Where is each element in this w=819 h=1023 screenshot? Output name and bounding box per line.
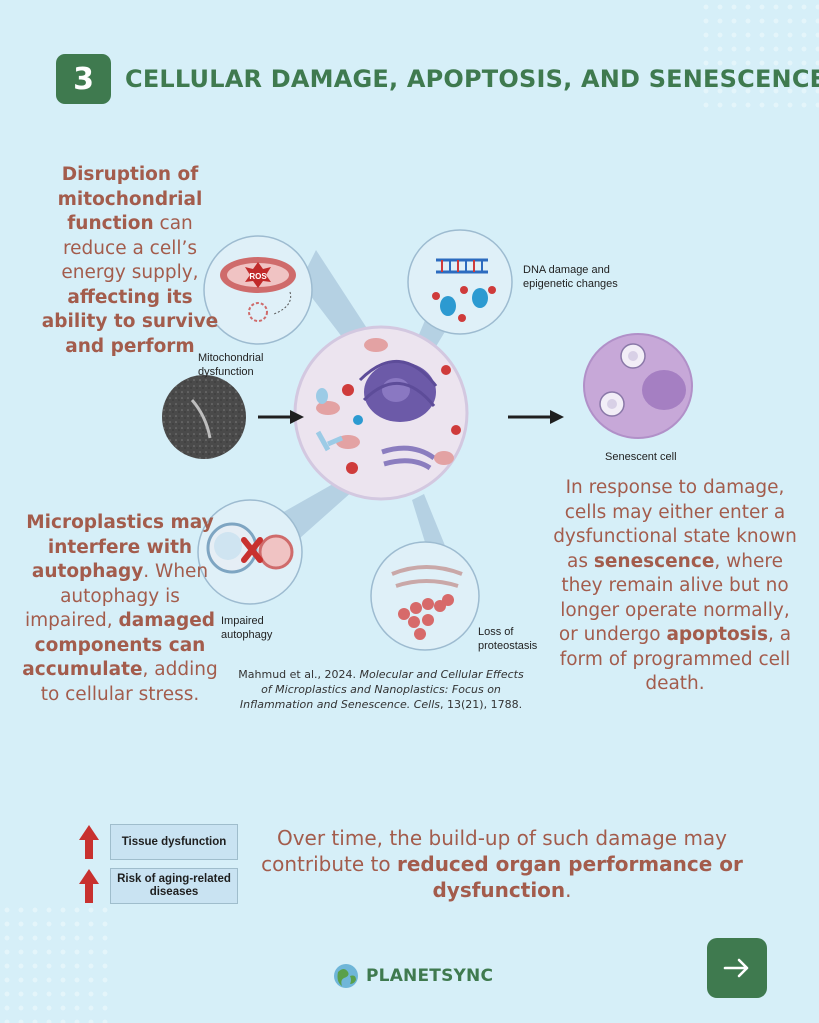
decorative-dots-bottom-left: [0, 903, 110, 1023]
label-mitochondrial-dysfunction: Mitochondrial dysfunction: [198, 352, 264, 378]
label-senescent-cell: Senescent cell: [605, 451, 677, 463]
section-title: CELLULAR DAMAGE, APOPTOSIS, AND SENESCEN…: [125, 65, 819, 93]
organ-performance-text: Over time, the build-up of such damage m…: [261, 826, 743, 902]
senescence-apoptosis-text: In response to damage, cells may either …: [553, 477, 797, 694]
dna-inset: [407, 229, 513, 335]
legend-label: Risk of aging-related diseases: [110, 868, 238, 904]
proteostasis-inset: [370, 541, 480, 651]
section-header: 3 CELLULAR DAMAGE, APOPTOSIS, AND SENESC…: [56, 54, 819, 104]
connector-mito: [300, 250, 372, 350]
decorative-dots-top-right: [699, 0, 819, 110]
microplastic-image: [162, 375, 246, 459]
up-arrow-icon: [79, 825, 99, 859]
section-number-badge: 3: [56, 54, 111, 104]
citation: Mahmud et al., 2024. Molecular and Cellu…: [238, 668, 524, 711]
mito-inset: ROS: [203, 235, 313, 345]
svg-text:ROS: ROS: [249, 272, 267, 281]
brand-logo: PLANETSYNC: [332, 962, 493, 990]
arrow-to-senescent: [508, 410, 564, 424]
senescent-cell-illustration: [583, 333, 693, 439]
brand-name: PLANETSYNC: [366, 966, 494, 986]
globe-icon: [334, 964, 358, 988]
arrow-to-cell: [258, 410, 304, 424]
arrow-right-icon: [723, 958, 749, 978]
label-impaired-autophagy: Impaired autophagy: [221, 615, 273, 641]
label-dna-damage: DNA damage and epigenetic changes: [523, 264, 618, 290]
autophagy-text: Microplastics may interfere with autopha…: [22, 512, 218, 705]
connector-autophagy: [280, 480, 354, 538]
mitochondrial-disruption-text: Disruption of mitochondrial function can…: [41, 164, 219, 357]
main-cell-illustration: [293, 325, 469, 501]
up-arrow-icon: [79, 869, 99, 903]
legend-label: Tissue dysfunction: [110, 824, 238, 860]
connector-proteostasis: [412, 494, 446, 552]
legend-aging-risk: Risk of aging-related diseases: [78, 868, 238, 904]
next-button[interactable]: [707, 938, 767, 998]
autophagy-inset: [197, 499, 303, 605]
legend-tissue-dysfunction: Tissue dysfunction: [78, 824, 238, 860]
label-loss-of-proteostasis: Loss of proteostasis: [478, 626, 538, 652]
